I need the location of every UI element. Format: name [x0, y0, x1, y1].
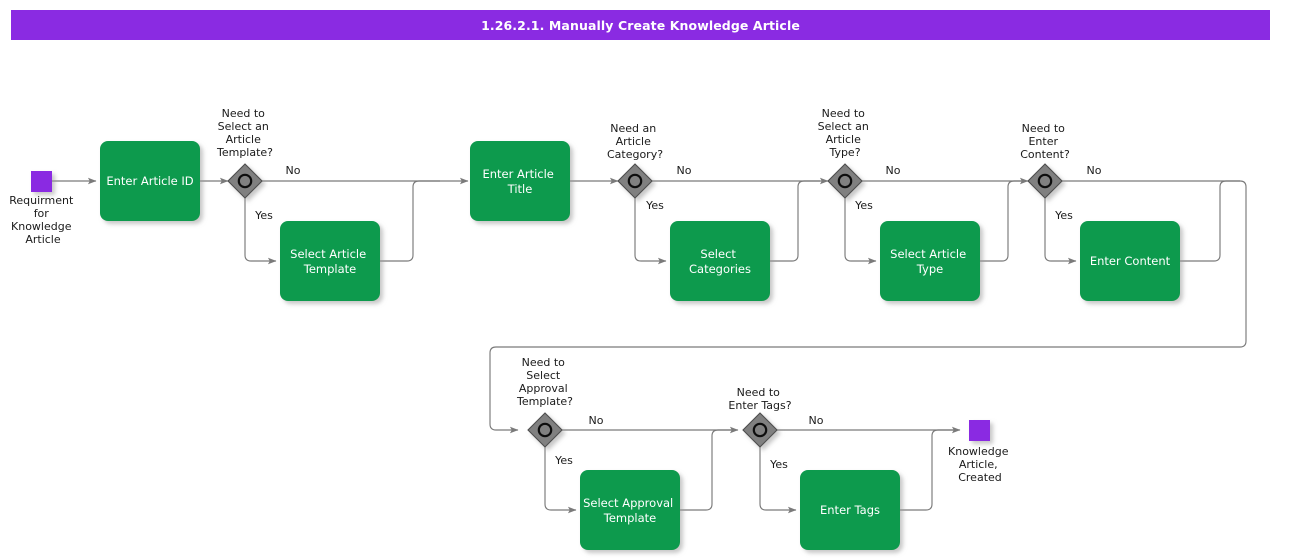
edge-label-no-article-template: No	[286, 164, 301, 177]
task-select-approval-template[interactable]: Select Approval Template	[580, 470, 680, 550]
task-select-categories-shape[interactable]	[670, 221, 770, 301]
gateway-article-category-caption: Need an Article Category?	[607, 122, 663, 161]
task-enter-article-title-label: Enter Article Title	[482, 167, 557, 196]
edge-gw-category-yes	[634, 198, 667, 265]
end-event[interactable]: Knowledge Article, Created	[948, 420, 1012, 484]
end-event-shape[interactable]	[969, 420, 990, 441]
gateway-enter-content[interactable]: Need to Enter Content? No Yes	[1020, 122, 1102, 222]
edge-gw-approval-yes	[544, 447, 577, 514]
gateway-approval-template-caption: Need to Select Approval Template?	[516, 356, 573, 408]
edge-label-yes-article-template: Yes	[254, 209, 273, 222]
task-enter-article-title-shape[interactable]	[470, 141, 570, 221]
task-enter-tags-label: Enter Tags	[820, 503, 880, 517]
gateway-enter-tags-marker-icon	[752, 422, 768, 438]
edge-gw-type-yes	[844, 198, 877, 265]
edge-enter-tags-merge	[900, 429, 955, 511]
task-select-article-template-shape[interactable]	[280, 221, 380, 301]
task-select-article-template[interactable]: Select Article Template	[280, 221, 380, 301]
task-enter-article-id-shape[interactable]	[100, 141, 200, 221]
edge-label-no-article-type: No	[886, 164, 901, 177]
edge-label-yes-article-category: Yes	[645, 199, 664, 212]
edge-select-article-template-merge	[380, 180, 440, 262]
connector-layer-bottom	[544, 426, 961, 514]
edge-gw-tags-yes	[759, 447, 797, 514]
edge-label-yes-enter-tags: Yes	[769, 458, 788, 471]
edge-label-yes-enter-content: Yes	[1054, 209, 1073, 222]
gateway-article-category[interactable]: Need an Article Category? No Yes	[607, 122, 692, 212]
edge-enter-content-merge	[1180, 180, 1240, 262]
task-select-approval-template-shape[interactable]	[580, 470, 680, 550]
task-enter-content-shape[interactable]	[1080, 221, 1180, 301]
task-select-categories-label: Select Categories	[689, 247, 751, 276]
gateway-enter-tags[interactable]: Need to Enter Tags? No Yes	[728, 386, 823, 471]
task-enter-content[interactable]: Enter Content	[1080, 221, 1180, 301]
gateway-article-type-marker-icon	[837, 173, 853, 189]
gateway-article-category-marker-icon	[627, 173, 643, 189]
edge-gw-content-yes	[1044, 198, 1077, 265]
gateway-article-template-marker-icon	[237, 173, 253, 189]
task-select-categories[interactable]: Select Categories	[670, 221, 770, 301]
edge-select-approval-template-merge	[680, 429, 732, 511]
gateway-approval-template[interactable]: Need to Select Approval Template? No Yes	[516, 356, 604, 467]
edge-label-no-enter-content: No	[1087, 164, 1102, 177]
edge-label-yes-article-type: Yes	[854, 199, 873, 212]
start-event-caption: Requirment for Knowledge Article	[9, 194, 77, 246]
gateway-enter-tags-caption: Need to Enter Tags?	[728, 386, 791, 412]
task-enter-tags-shape[interactable]	[800, 470, 900, 550]
diagram-title-bar: 1.26.2.1. Manually Create Knowledge Arti…	[11, 10, 1270, 40]
start-event[interactable]: Requirment for Knowledge Article	[9, 171, 77, 246]
edge-gw-content-no	[489, 180, 1247, 434]
task-select-article-template-label: Select Article Template	[290, 247, 370, 276]
gateway-approval-template-marker-icon	[537, 422, 553, 438]
task-select-article-type-shape[interactable]	[880, 221, 980, 301]
gateway-article-template[interactable]: Need to Select an Article Template? No Y…	[216, 107, 301, 222]
edge-select-article-type-merge	[980, 180, 1022, 262]
gateway-article-type[interactable]: Need to Select an Article Type? No Yes	[818, 107, 901, 212]
task-select-approval-template-label: Select Approval Template	[583, 496, 677, 525]
edge-gw-template-yes	[244, 198, 277, 265]
task-enter-article-title[interactable]: Enter Article Title	[470, 141, 570, 221]
connector-layer-top	[52, 177, 1247, 434]
page-title: 1.26.2.1. Manually Create Knowledge Arti…	[481, 17, 800, 33]
task-select-article-type[interactable]: Select Article Type	[880, 221, 980, 301]
edge-select-categories-merge	[770, 180, 820, 262]
gateway-enter-content-caption: Need to Enter Content?	[1020, 122, 1070, 161]
gateway-article-type-caption: Need to Select an Article Type?	[818, 107, 873, 159]
edge-label-no-enter-tags: No	[809, 414, 824, 427]
gateway-article-template-caption: Need to Select an Article Template?	[216, 107, 273, 159]
task-select-article-type-label: Select Article Type	[890, 247, 970, 276]
task-enter-article-id-label: Enter Article ID	[106, 174, 193, 188]
task-enter-content-label: Enter Content	[1090, 254, 1171, 268]
edge-label-no-approval-template: No	[589, 414, 604, 427]
gateway-enter-content-marker-icon	[1037, 173, 1053, 189]
task-enter-tags[interactable]: Enter Tags	[800, 470, 900, 550]
edge-label-no-article-category: No	[677, 164, 692, 177]
end-event-caption: Knowledge Article, Created	[948, 445, 1012, 484]
start-event-shape[interactable]	[31, 171, 52, 192]
task-enter-article-id[interactable]: Enter Article ID	[100, 141, 200, 221]
edge-label-yes-approval-template: Yes	[554, 454, 573, 467]
